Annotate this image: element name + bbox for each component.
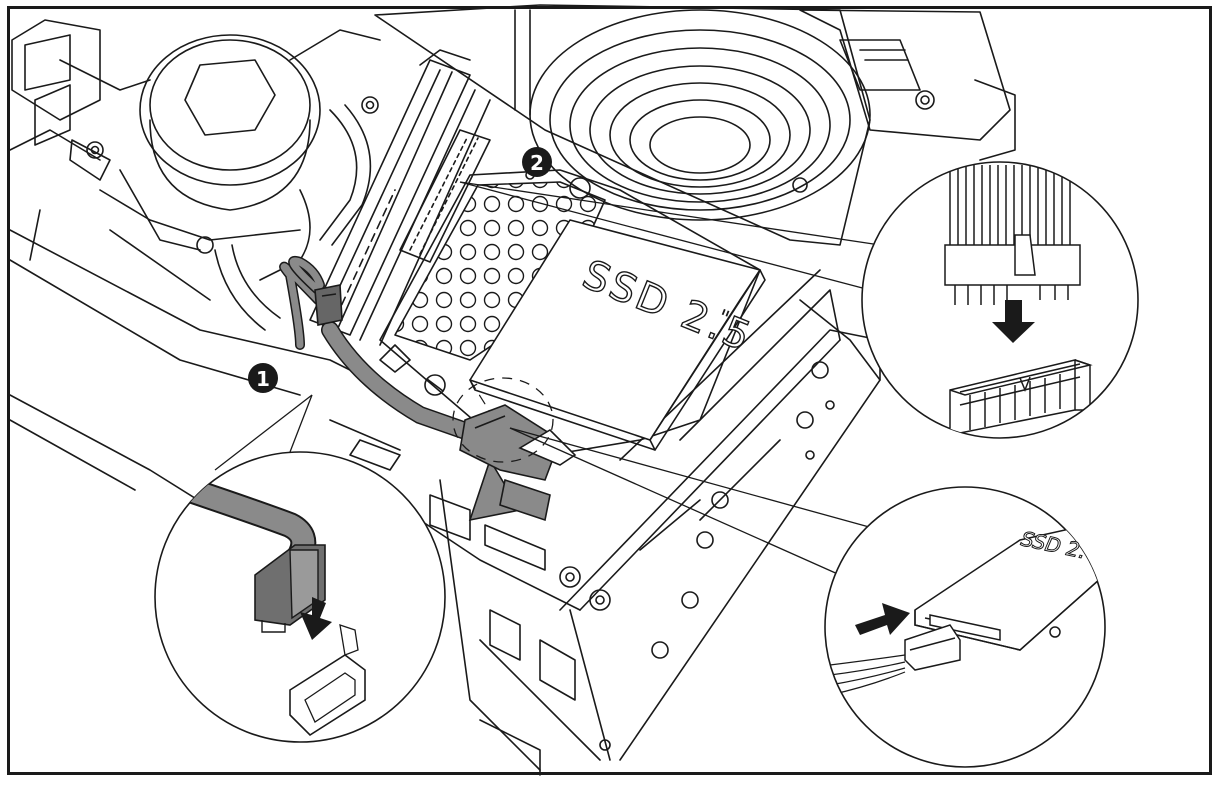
ssd-drive (469, 219, 766, 461)
right-arrow-icon (855, 603, 910, 635)
svg-text:2: 2 (530, 151, 544, 175)
diagram-frame (7, 6, 1212, 775)
step-badge-2: 2 (522, 147, 552, 177)
callout-lines (214, 181, 881, 576)
down-arrow-icon (300, 597, 332, 640)
inset-ssd-power: SSD 2. (824, 486, 1106, 768)
svg-text:1: 1 (256, 367, 270, 391)
down-arrow-icon (992, 300, 1035, 343)
rear-bracket (799, 9, 1016, 161)
chassis-outline (9, 59, 611, 776)
sata-power-connector (314, 284, 577, 522)
system-fan (374, 4, 871, 246)
sata-cable-main (279, 255, 529, 522)
cpu-cooler (86, 29, 381, 331)
inset-sata-data (154, 451, 446, 743)
step-badge-1: 1 (248, 363, 278, 393)
inset-atx-power (861, 161, 1139, 439)
atx-header-board (399, 129, 491, 263)
